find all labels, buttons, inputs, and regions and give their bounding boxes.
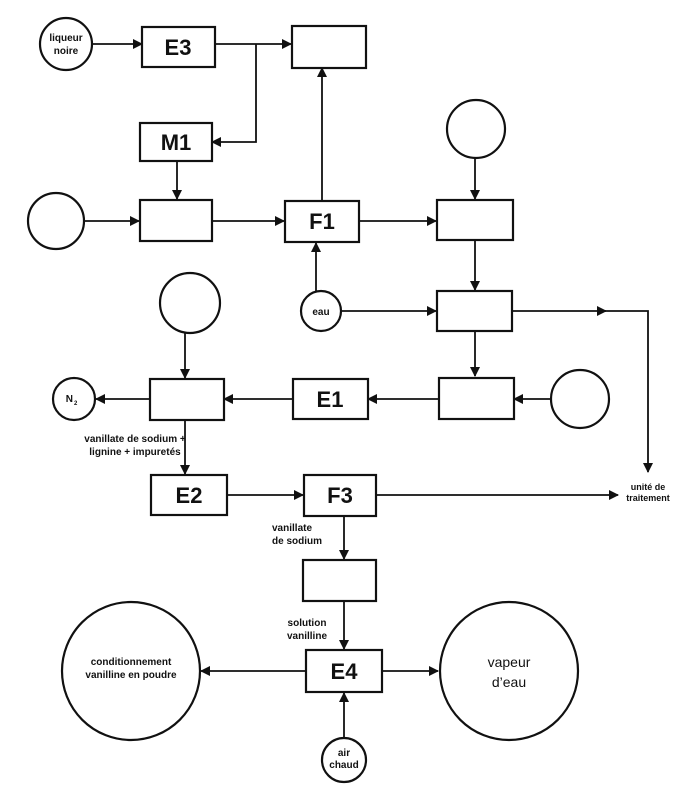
vapeur-label-line2: d’eau [492, 674, 526, 690]
air-label-line2: chaud [329, 760, 358, 771]
solution-label-line2: vanilline [287, 631, 327, 642]
box-top-empty [290, 24, 368, 70]
input-circle-left [26, 191, 86, 251]
arrow-to-traitement [598, 310, 653, 473]
output-vapeur-eau: vapeur d’eau [438, 600, 580, 742]
output-n2: N 2 [51, 376, 97, 422]
input-circle-middle-right [549, 368, 611, 430]
input-circle-middle-left [158, 271, 222, 335]
vanillate-mix-label-line1: vanillate de sodium + [84, 434, 186, 445]
liqueur-label-line1: liqueur [49, 33, 82, 44]
conditionnement-label-line2: vanilline en poudre [85, 670, 177, 681]
f3-label: F3 [327, 483, 353, 508]
input-air-chaud: air chaud [320, 736, 368, 784]
f1-label: F1 [309, 209, 335, 234]
n2-subscript: 2 [74, 401, 78, 407]
box-e1: E1 [291, 377, 370, 421]
input-liqueur-noire: liqueur noire [38, 16, 94, 72]
vapeur-label-line1: vapeur [488, 654, 531, 670]
conditionnement-label-line1: conditionnement [91, 657, 172, 668]
solution-label-line1: solution [288, 618, 327, 629]
vanillate-mix-label-line2: lignine + impuretés [89, 447, 181, 458]
e1-label: E1 [317, 387, 344, 412]
m1-label: M1 [161, 130, 192, 155]
air-label-line1: air [338, 748, 350, 759]
box-bottom-empty [301, 558, 378, 603]
eau-label: eau [312, 307, 329, 318]
output-conditionnement: conditionnement vanilline en poudre [60, 600, 202, 742]
box-f3: F3 [302, 473, 378, 518]
connectors [84, 39, 653, 738]
n2-label: N [66, 394, 73, 405]
box-right-empty [435, 198, 515, 242]
box-m1: M1 [138, 121, 214, 163]
arrow-e3-to-m1 [211, 44, 257, 147]
e2-label: E2 [176, 483, 203, 508]
traitement-label-line2: traitement [626, 493, 670, 503]
vanillate-label-line2: de sodium [272, 536, 322, 547]
box-separator-empty [435, 289, 514, 333]
input-eau: eau [299, 289, 343, 333]
traitement-label-line1: unité de [631, 482, 666, 492]
input-circle-top-right [445, 98, 507, 160]
liqueur-label-line2: noire [54, 46, 79, 57]
e4-label: E4 [331, 659, 359, 684]
box-e4: E4 [304, 648, 384, 694]
e3-label: E3 [165, 35, 192, 60]
box-e2: E2 [149, 473, 229, 517]
box-mixer-empty [138, 198, 214, 243]
box-f1: F1 [283, 199, 361, 244]
box-middle-right-empty [437, 376, 516, 421]
box-reactor-empty [148, 377, 226, 422]
vanillate-label-line1: vanillate [272, 523, 312, 534]
box-e3: E3 [140, 25, 217, 69]
